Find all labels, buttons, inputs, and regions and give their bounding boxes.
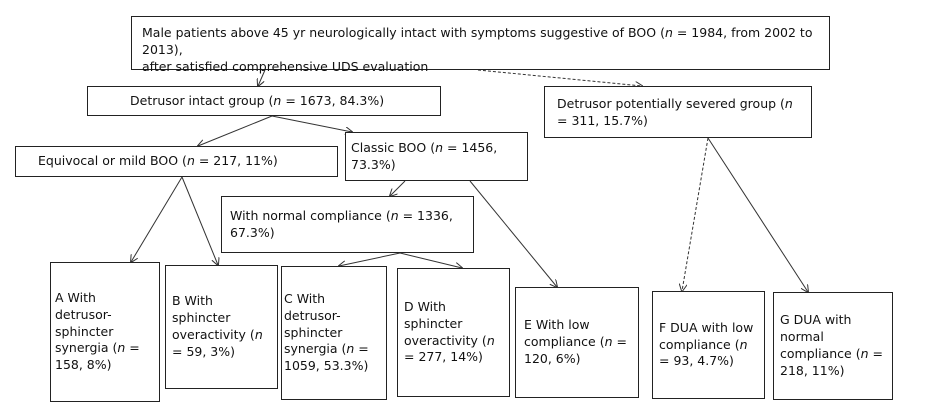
- leaf-c-post: = 1059, 53.3%): [284, 341, 369, 374]
- leaf-c-label: C With detrusor-sphincter synergia (n = …: [284, 291, 384, 375]
- equivocal-pre: Equivocal or mild BOO (: [38, 153, 187, 169]
- leaf-b-box: B With sphincter overactivity (n = 59, 3…: [165, 265, 278, 389]
- root-line1: Male patients above 45 yr neurologically…: [142, 25, 819, 59]
- leaf-d-label: D With sphincter overactivity (n = 277, …: [404, 299, 503, 367]
- leaf-e-n: n: [604, 334, 613, 350]
- detrusor-severed-box: Detrusor potentially severed group (n = …: [544, 86, 812, 138]
- arrow-classic-to-e: [469, 180, 557, 287]
- leaf-e-pre: E With low compliance (: [524, 317, 605, 350]
- leaf-b-label: B With sphincter overactivity (n = 59, 3…: [172, 293, 271, 361]
- detrusor-severed-n: n: [784, 96, 793, 111]
- classic-pre: Classic BOO (: [351, 139, 436, 155]
- detrusor-intact-pre: Detrusor intact group (: [130, 92, 274, 108]
- leaf-d-post: = 277, 14%): [404, 349, 483, 365]
- root-box: Male patients above 45 yr neurologically…: [131, 16, 830, 74]
- classic-label: Classic BOO (n = 1456, 73.3%): [351, 140, 527, 174]
- arrow-severed-to-f: [682, 137, 709, 291]
- normal-compliance-post: = 1336, 67.3%): [230, 207, 453, 240]
- leaf-d-pre: D With sphincter overactivity (: [404, 298, 487, 348]
- equivocal-post: = 217, 11%): [194, 153, 278, 169]
- leaf-g-box: G DUA with normal compliance (n = 218, 1…: [773, 292, 893, 400]
- detrusor-severed-pre: Detrusor potentially severed group (: [557, 96, 785, 111]
- leaf-b-pre: B With sphincter overactivity (: [172, 293, 255, 342]
- leaf-d-box: D With sphincter overactivity (n = 277, …: [397, 268, 510, 397]
- detrusor-intact-n: n: [273, 92, 282, 108]
- detrusor-intact-box: Detrusor intact group (n = 1673, 84.3%): [87, 86, 441, 116]
- leaf-a-label: A With detrusor-sphincter synergia (n = …: [55, 290, 155, 374]
- classic-box: Classic BOO (n = 1456, 73.3%): [345, 132, 528, 181]
- leaf-a-post: = 158, 8%): [55, 340, 140, 373]
- detrusor-intact-post: = 1673, 84.3%): [281, 92, 385, 108]
- normal-compliance-pre: With normal compliance (: [230, 207, 391, 223]
- root-line1-post: = 1984, from 2002 to 2013),: [142, 25, 813, 57]
- classic-post: = 1456, 73.3%): [351, 139, 498, 172]
- leaf-e-label: E With low compliance (n = 120, 6%): [524, 317, 630, 368]
- classic-n: n: [435, 139, 444, 155]
- arrow-root-to-severed: [477, 69, 642, 86]
- leaf-c-box: C With detrusor-sphincter synergia (n = …: [281, 266, 387, 400]
- arrow-root-to-intact: [258, 69, 266, 86]
- leaf-c-pre: C With detrusor-sphincter synergia (: [284, 290, 347, 357]
- arrow-equivocal-to-a: [131, 176, 183, 262]
- arrow-normal-to-c: [339, 252, 401, 266]
- arrow-severed-to-g: [707, 137, 808, 292]
- leaf-f-box: F DUA with low compliance (n = 93, 4.7%): [652, 291, 765, 399]
- leaf-b-post: = 59, 3%): [172, 343, 236, 359]
- leaf-b-n: n: [254, 327, 263, 342]
- root-line2: after satisfied comprehensive UDS evalua…: [142, 58, 429, 74]
- arrow-equivocal-to-b: [181, 176, 218, 265]
- detrusor-severed-label: Detrusor potentially severed group (n = …: [557, 96, 793, 128]
- root-line1-pre: Male patients above 45 yr neurologically…: [142, 25, 665, 40]
- leaf-g-label: G DUA with normal compliance (n = 218, 1…: [780, 312, 886, 380]
- arrow-intact-to-equivocal: [198, 115, 273, 146]
- detrusor-intact-label: Detrusor intact group (n = 1673, 84.3%): [130, 93, 384, 110]
- arrow-intact-to-classic: [271, 115, 352, 132]
- leaf-f-n: n: [739, 336, 748, 352]
- equivocal-n: n: [186, 153, 195, 169]
- normal-compliance-label: With normal compliance (n = 1336, 67.3%): [230, 208, 473, 242]
- leaf-f-post: = 93, 4.7%): [659, 353, 734, 369]
- leaf-f-label: F DUA with low compliance (n = 93, 4.7%): [659, 320, 758, 371]
- leaf-a-pre: A With detrusor-sphincter synergia (: [55, 289, 118, 356]
- equivocal-box: Equivocal or mild BOO (n = 217, 11%): [15, 146, 338, 177]
- normal-compliance-n: n: [390, 207, 399, 223]
- leaf-e-box: E With low compliance (n = 120, 6%): [515, 287, 639, 398]
- leaf-g-post: = 218, 11%): [780, 346, 883, 378]
- arrow-normal-to-d: [399, 252, 462, 268]
- leaf-e-post: = 120, 6%): [524, 334, 627, 366]
- root-n: n: [664, 25, 673, 40]
- normal-compliance-box: With normal compliance (n = 1336, 67.3%): [221, 196, 474, 253]
- leaf-g-n: n: [860, 346, 869, 361]
- detrusor-severed-post: = 311, 15.7%): [557, 112, 648, 128]
- leaf-d-n: n: [486, 332, 495, 348]
- leaf-f-pre: F DUA with low compliance (: [659, 319, 754, 352]
- equivocal-label: Equivocal or mild BOO (n = 217, 11%): [38, 153, 278, 170]
- arrow-classic-to-normal: [390, 180, 406, 196]
- leaf-c-n: n: [346, 341, 355, 357]
- leaf-a-box: A With detrusor-sphincter synergia (n = …: [50, 262, 160, 402]
- leaf-a-n: n: [117, 340, 126, 356]
- leaf-g-pre: G DUA with normal compliance (: [780, 312, 861, 361]
